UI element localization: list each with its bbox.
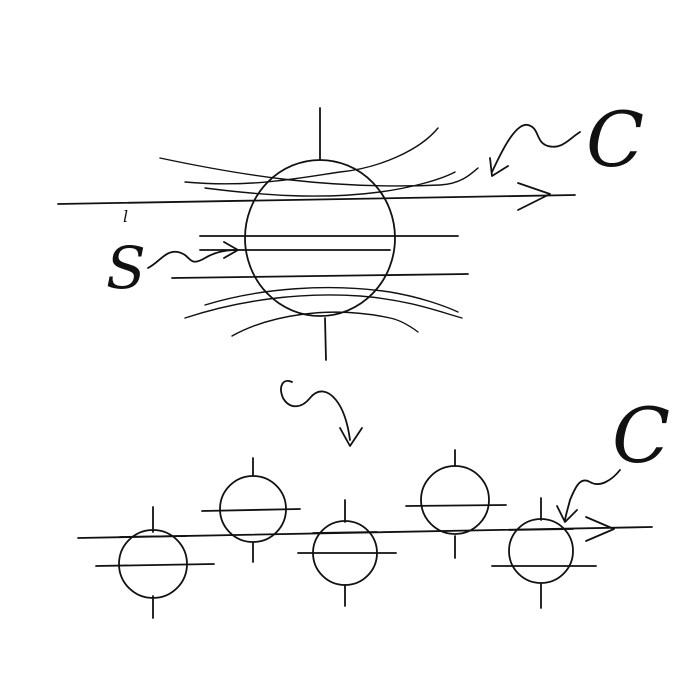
small-sphere-1 [95, 506, 215, 619]
string-c-top-arrowhead [517, 182, 551, 211]
c-bottom-squiggle-arrow [564, 469, 621, 521]
c-top-label: C [586, 95, 644, 184]
lower-field-line-1 [184, 294, 463, 319]
c-bottom-label-group: C [556, 391, 670, 523]
small-sphere-4-line [405, 504, 507, 507]
small-sphere-5 [491, 497, 597, 609]
small-sphere-2 [201, 457, 301, 563]
large-sphere-bottom-axis [324, 317, 327, 361]
small-sphere-4 [405, 449, 507, 559]
string-c-bottom-arrowhead [585, 516, 615, 542]
upper-field-line-2 [184, 127, 439, 185]
string-through-sphere-3 [312, 531, 378, 534]
upper-field-line-3 [204, 171, 456, 197]
small-sphere-3 [297, 499, 397, 607]
s-label-group: S l [106, 207, 239, 302]
c-top-arrowhead [489, 157, 509, 177]
small-sphere-4-circle [420, 465, 490, 535]
c-bottom-label: C [612, 391, 670, 480]
small-sphere-2-line [201, 508, 301, 512]
string-c-top [57, 194, 576, 205]
transition-squiggle-arrow [280, 380, 351, 441]
s-label: S [106, 234, 146, 302]
c-top-squiggle-arrow [491, 124, 581, 173]
small-sphere-5-circle [508, 518, 574, 584]
transition-arrowhead [339, 427, 363, 447]
small-spheres-group [77, 449, 653, 619]
s-squiggle-arrow [147, 249, 239, 269]
sphere-inner-line-3 [171, 273, 469, 279]
s-superscript: l [123, 207, 128, 226]
c-bottom-arrowhead [556, 505, 578, 523]
lower-field-line-3 [231, 311, 419, 337]
string-through-sphere-1 [119, 535, 187, 538]
small-sphere-1-line [95, 563, 215, 567]
c-top-label-group: C [489, 95, 644, 184]
large-sphere [244, 159, 396, 317]
s-arrowhead [223, 241, 239, 259]
transition-arrow-group [280, 380, 363, 447]
string-through-sphere-5 [508, 528, 574, 531]
lower-field-line-2 [204, 286, 459, 313]
